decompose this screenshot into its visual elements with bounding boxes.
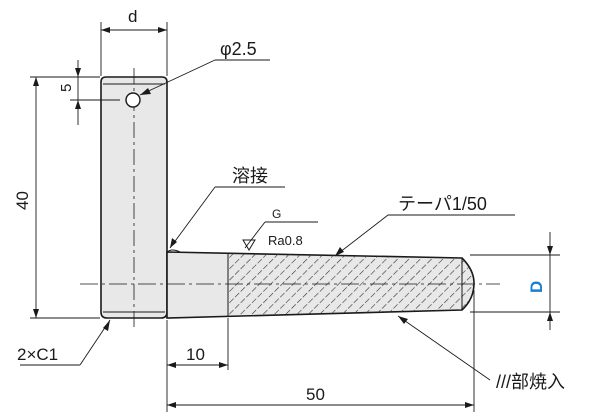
finish-ra-label: Ra0.8	[268, 233, 303, 248]
hardened-label: ///部焼入	[496, 372, 565, 392]
hardened-zone	[228, 253, 474, 316]
dim-D-label: D	[527, 281, 546, 293]
dim-40-label: 40	[13, 191, 32, 210]
dim-10-label: 10	[186, 345, 205, 364]
dim-5-label: 5	[58, 84, 75, 92]
weld-label: 溶接	[232, 166, 268, 186]
finish-grade-label: G	[272, 207, 281, 221]
dim-d-label: d	[128, 7, 137, 26]
taper-label: テーパ1/50	[398, 194, 487, 214]
chamfer-label: 2×C1	[17, 345, 58, 364]
hole-label: φ2.5	[220, 39, 257, 59]
vertical-pin	[100, 68, 168, 330]
tapered-shaft	[80, 251, 500, 319]
hole	[125, 92, 141, 108]
dim-50-label: 50	[306, 385, 325, 404]
weld-fillet	[166, 249, 181, 253]
finish-symbol	[242, 239, 256, 251]
